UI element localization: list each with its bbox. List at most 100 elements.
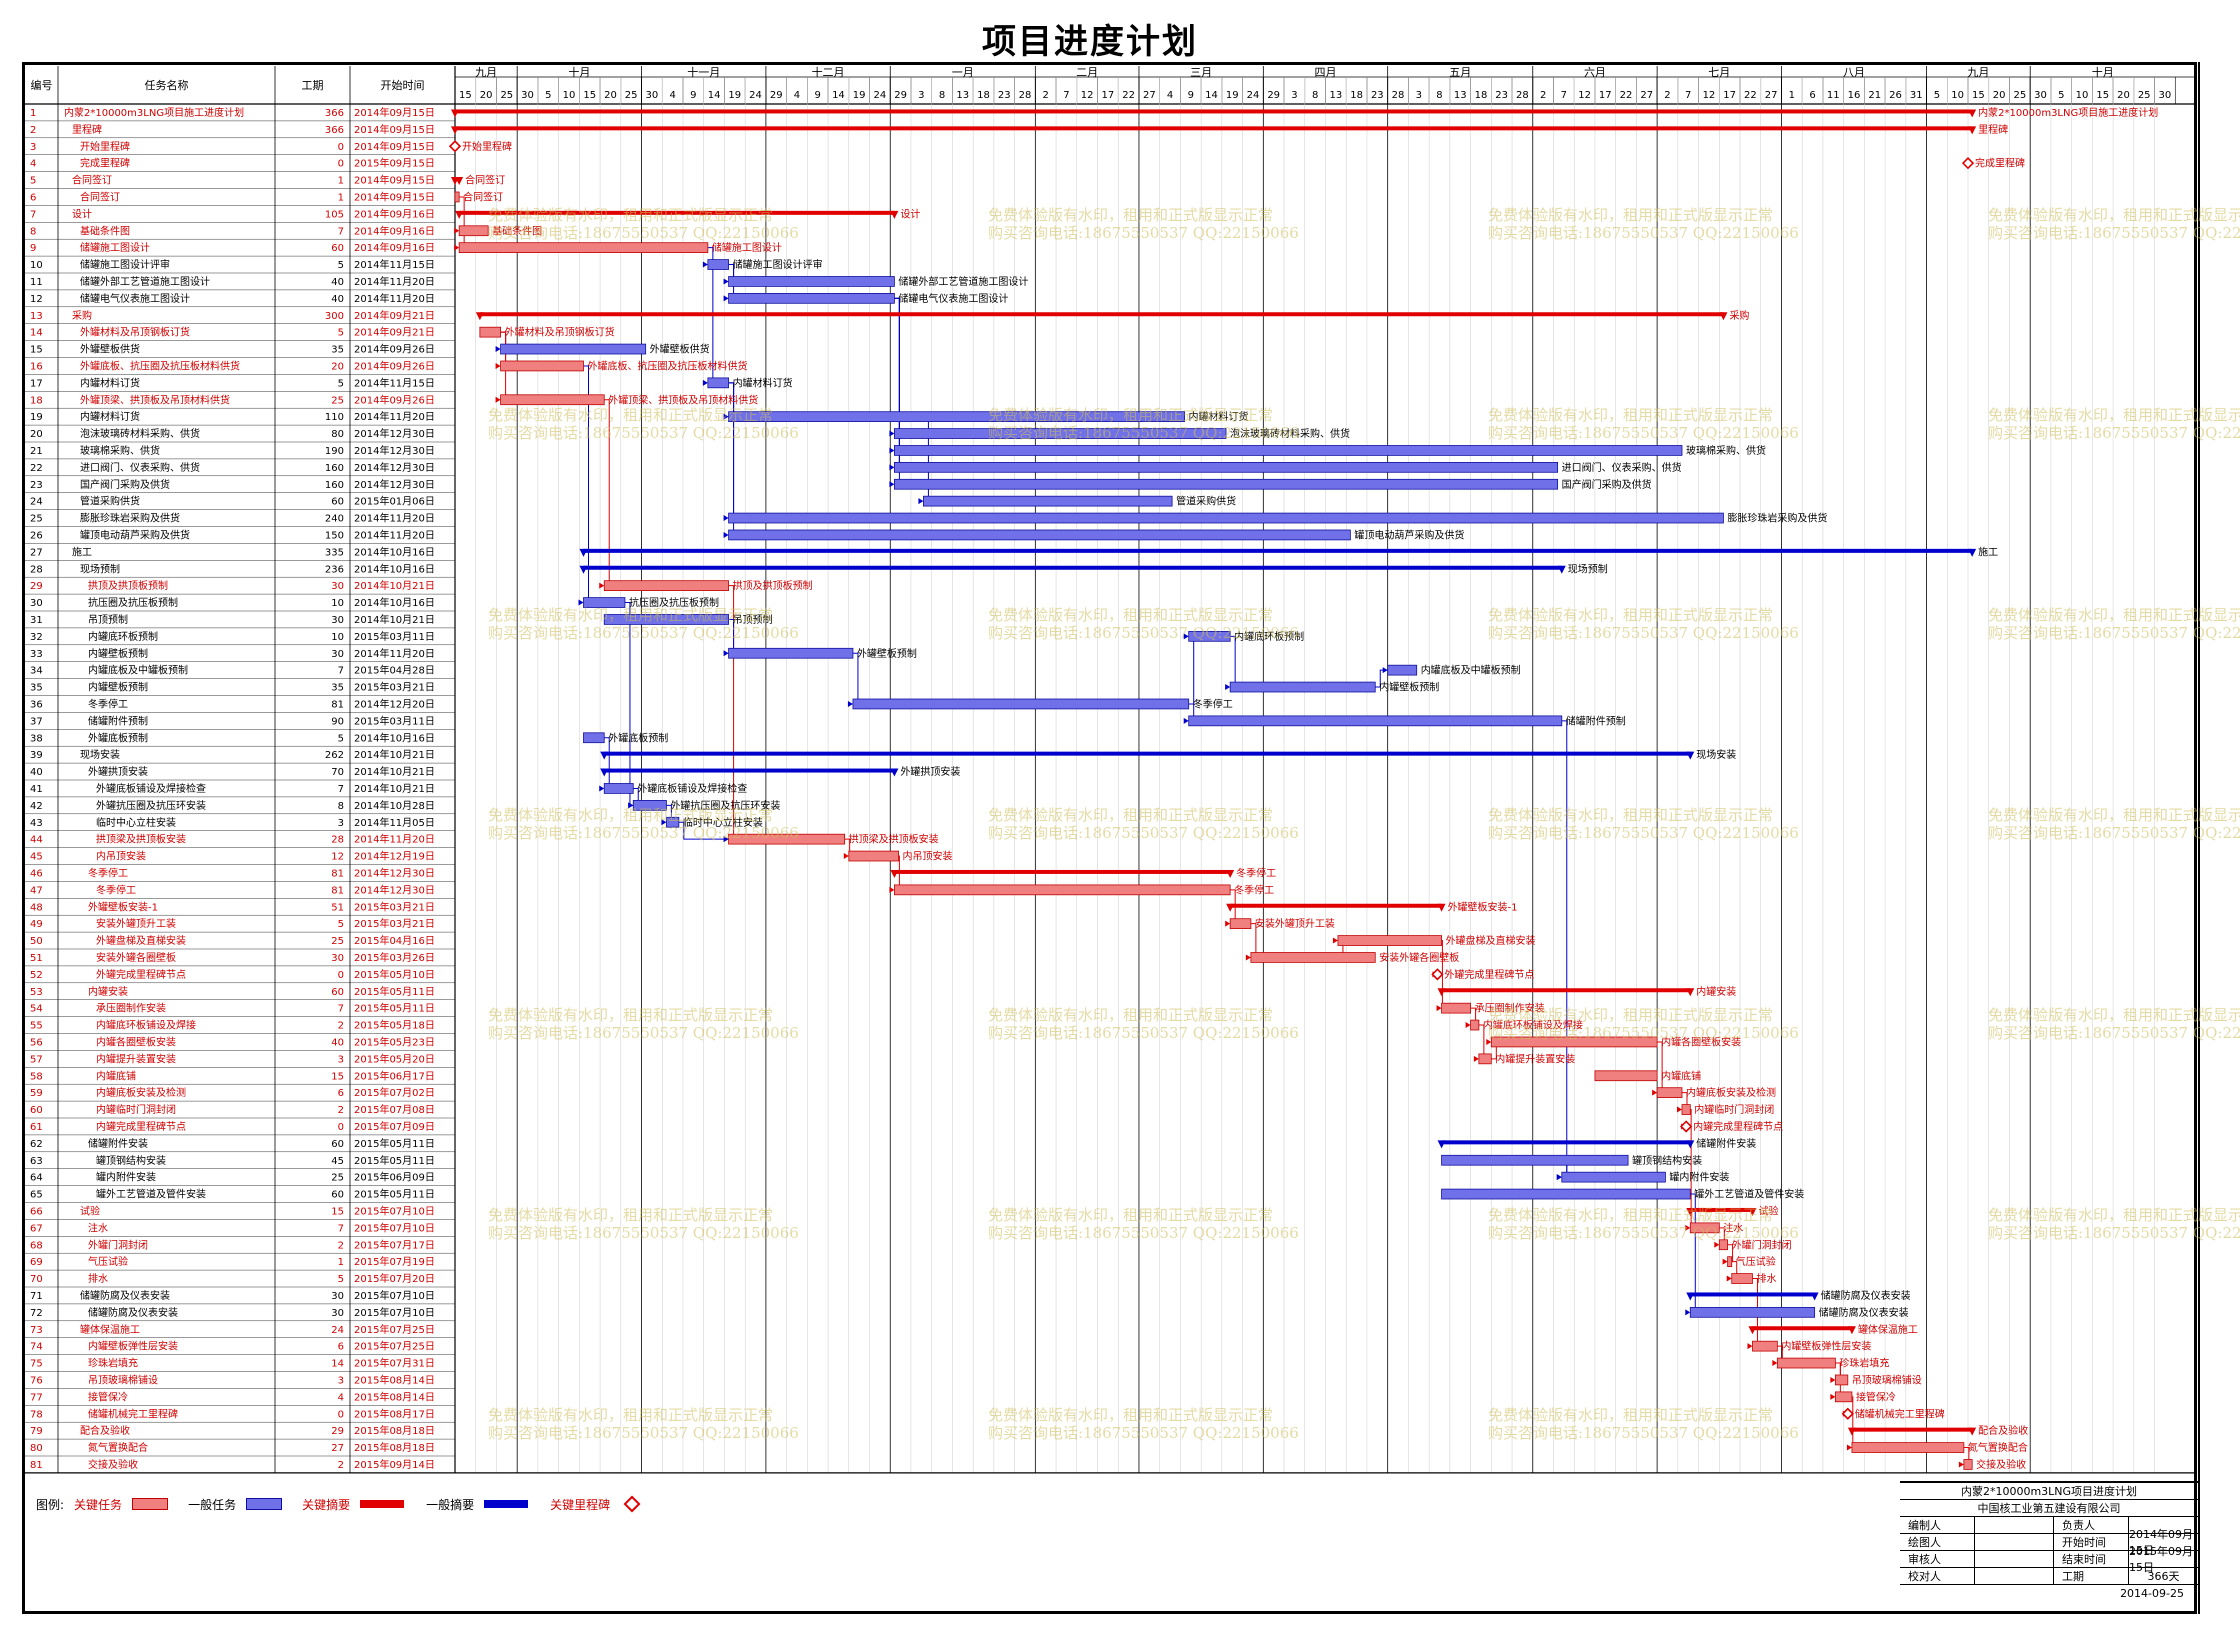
dependency-arrowhead bbox=[723, 531, 729, 538]
task-bar-label: 内罐底环板预制 bbox=[1234, 630, 1304, 643]
day-label: 24 bbox=[749, 90, 762, 101]
dependency-arrowhead bbox=[1556, 1174, 1562, 1181]
task-id-cell: 44 bbox=[30, 835, 43, 846]
legend-crit-task-label: 关键任务 bbox=[74, 1497, 123, 1512]
dependency-arrowhead bbox=[1830, 1393, 1836, 1400]
task-name-cell: 内罐材料订货 bbox=[80, 410, 140, 423]
task-start-cell: 2014年11月20日 bbox=[354, 275, 435, 288]
drawer-label: 绘图人 bbox=[1900, 1534, 1975, 1550]
task-bar bbox=[1963, 1459, 1973, 1470]
dependency-line bbox=[894, 297, 900, 468]
task-name-cell: 配合及验收 bbox=[80, 1424, 130, 1437]
summary-bar bbox=[459, 210, 895, 215]
task-duration-cell: 160 bbox=[325, 463, 344, 474]
task-bar bbox=[603, 614, 729, 625]
task-duration-cell: 5 bbox=[338, 378, 344, 389]
day-label: 8 bbox=[1436, 90, 1442, 101]
task-name-cell: 外罐盘梯及直梯安装 bbox=[96, 934, 186, 947]
task-bar bbox=[728, 512, 1724, 524]
task-name-cell: 注水 bbox=[88, 1221, 108, 1234]
task-start-cell: 2014年12月20日 bbox=[354, 697, 435, 710]
task-id-cell: 59 bbox=[30, 1088, 43, 1099]
day-label: 29 bbox=[894, 90, 907, 101]
task-bar bbox=[500, 394, 605, 406]
task-name-cell: 储罐防腐及仪表安装 bbox=[88, 1306, 178, 1319]
task-bar-label: 内罐壁板预制 bbox=[1379, 681, 1439, 694]
day-label: 27 bbox=[1143, 90, 1156, 101]
day-label: 18 bbox=[977, 90, 990, 101]
task-start-cell: 2015年03月21日 bbox=[354, 681, 435, 694]
task-bar bbox=[893, 884, 1231, 896]
task-duration-cell: 25 bbox=[331, 395, 344, 406]
task-duration-cell: 12 bbox=[331, 852, 344, 863]
compiler-label: 编制人 bbox=[1900, 1517, 1975, 1533]
day-label: 25 bbox=[500, 90, 513, 101]
task-duration-cell: 2 bbox=[338, 1105, 344, 1116]
task-start-cell: 2014年12月30日 bbox=[354, 866, 435, 879]
task-id-cell: 26 bbox=[30, 530, 43, 541]
day-label: 19 bbox=[728, 90, 741, 101]
task-duration-cell: 60 bbox=[331, 1139, 344, 1150]
summary-bar bbox=[1441, 1140, 1691, 1145]
dependency-arrowhead bbox=[1225, 920, 1231, 927]
month-label: 四月 bbox=[1315, 66, 1337, 79]
summary-bar-cap-start bbox=[1226, 903, 1235, 912]
task-id-cell: 15 bbox=[30, 345, 43, 356]
task-start-cell: 2015年05月11日 bbox=[354, 1154, 435, 1167]
task-duration-cell: 10 bbox=[331, 632, 344, 643]
dependency-arrowhead bbox=[1225, 684, 1231, 691]
task-id-cell: 47 bbox=[30, 885, 43, 896]
task-duration-cell: 20 bbox=[331, 361, 344, 372]
task-bar bbox=[458, 242, 709, 253]
dependency-arrowhead bbox=[628, 802, 634, 809]
day-label: 2 bbox=[1043, 90, 1049, 101]
task-bar-label: 完成里程碑 bbox=[1975, 157, 2025, 170]
task-name-cell: 现场安装 bbox=[80, 748, 120, 761]
day-label: 9 bbox=[815, 90, 821, 101]
task-start-cell: 2015年07月20日 bbox=[354, 1272, 435, 1285]
task-id-cell: 62 bbox=[30, 1139, 43, 1150]
task-bar-label: 冬季停工 bbox=[1234, 883, 1274, 896]
day-label: 21 bbox=[1868, 90, 1881, 101]
task-duration-cell: 7 bbox=[338, 226, 344, 237]
task-bar bbox=[454, 191, 460, 203]
dependency-arrowhead bbox=[723, 278, 729, 285]
task-bar-label: 注水 bbox=[1723, 1221, 1743, 1234]
day-label: 24 bbox=[874, 90, 887, 101]
task-id-cell: 43 bbox=[30, 818, 43, 829]
task-start-cell: 2014年09月15日 bbox=[354, 106, 435, 119]
task-name-cell: 外罐完成里程碑节点 bbox=[96, 968, 186, 981]
task-bar-label: 现场预制 bbox=[1568, 562, 1608, 575]
task-duration-cell: 60 bbox=[331, 497, 344, 508]
task-bar bbox=[852, 698, 1190, 710]
summary-bar bbox=[1752, 1326, 1852, 1331]
summary-bar bbox=[1230, 903, 1442, 908]
task-id-cell: 23 bbox=[30, 480, 43, 491]
task-bar bbox=[1441, 1188, 1691, 1200]
task-start-cell: 2015年07月10日 bbox=[354, 1289, 435, 1302]
milestone-diamond bbox=[1961, 157, 1975, 170]
task-duration-cell: 5 bbox=[338, 733, 344, 744]
task-id-cell: 5 bbox=[30, 176, 36, 187]
task-start-cell: 2015年07月10日 bbox=[354, 1204, 435, 1217]
dependency-arrowhead bbox=[454, 244, 460, 251]
task-name-cell: 采购 bbox=[72, 309, 92, 322]
task-duration-cell: 1 bbox=[338, 1257, 344, 1268]
summary-bar-cap-start bbox=[1748, 1326, 1757, 1335]
task-start-cell: 2014年09月15日 bbox=[354, 123, 435, 136]
task-duration-cell: 4 bbox=[338, 1392, 344, 1403]
task-duration-cell: 5 bbox=[338, 919, 344, 930]
task-name-cell: 进口阀门、仪表采购、供货 bbox=[80, 461, 200, 474]
start-label: 开始时间 bbox=[2054, 1534, 2129, 1550]
day-label: 30 bbox=[2159, 90, 2172, 101]
task-bar-label: 外罐壁板供货 bbox=[650, 343, 710, 356]
day-label: 20 bbox=[2117, 90, 2130, 101]
task-id-cell: 37 bbox=[30, 716, 43, 727]
dependency-arrowhead bbox=[1652, 1089, 1658, 1096]
summary-bar bbox=[1690, 1207, 1753, 1212]
task-bar-label: 拱顶梁及拱顶板安装 bbox=[849, 833, 939, 846]
task-id-cell: 56 bbox=[30, 1037, 43, 1048]
task-bar-label: 临时中心立柱安装 bbox=[683, 816, 763, 829]
summary-bar-cap-end bbox=[1437, 903, 1446, 912]
